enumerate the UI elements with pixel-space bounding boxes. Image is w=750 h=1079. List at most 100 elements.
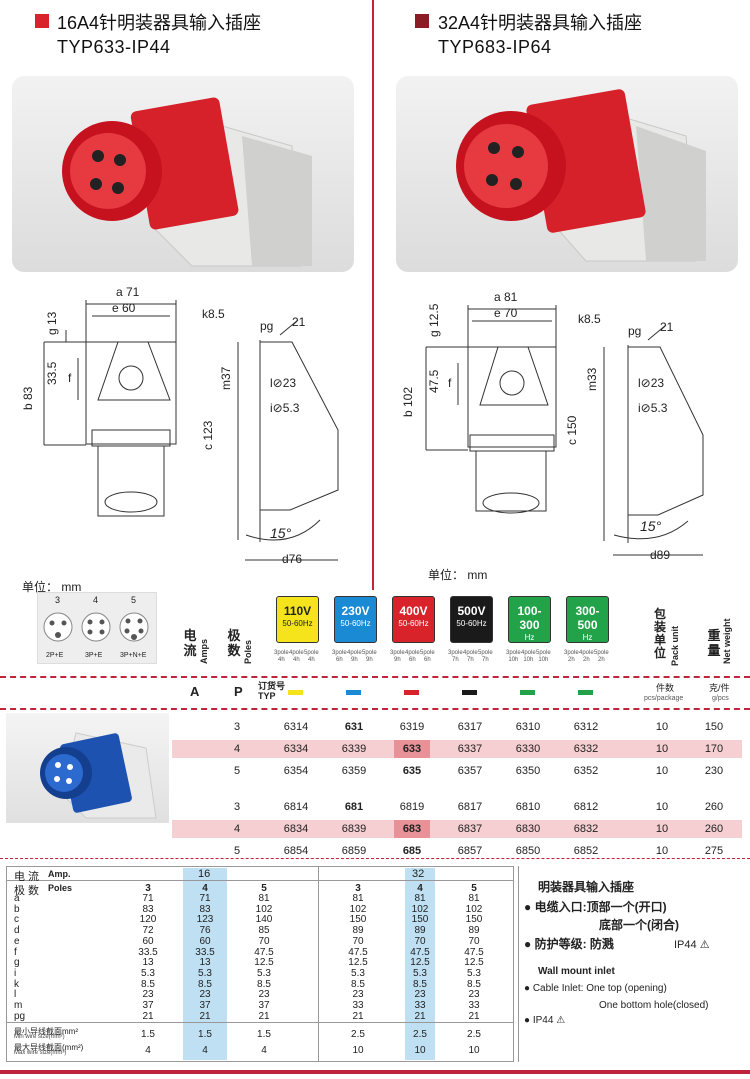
- order-code: 6819: [399, 801, 425, 813]
- spec-value: 89: [352, 925, 364, 937]
- order-code: 6852: [573, 845, 599, 857]
- header-divider: [0, 676, 750, 678]
- order-code: 6817: [457, 801, 483, 813]
- spec-letter: pg: [14, 1010, 26, 1022]
- current-header-en: Amps: [199, 638, 209, 664]
- pack-count: 10: [655, 823, 669, 835]
- unit-label-right: 单位： mm: [428, 568, 488, 582]
- spec-value: 102: [465, 903, 483, 915]
- order-code: 6312: [573, 721, 599, 733]
- order-code: 631: [344, 721, 364, 733]
- spec-value: 33.5: [138, 946, 158, 958]
- spec-value: 83: [142, 903, 154, 915]
- spec-pole: 5: [471, 883, 477, 894]
- order-code: 6814: [283, 801, 309, 813]
- left-product-title: 16A4针明装器具输入插座: [57, 13, 262, 33]
- spec-value: 8.5: [257, 978, 271, 990]
- pin-count-3: 3: [55, 595, 61, 605]
- pole-spec: 4pole 9h: [347, 650, 362, 663]
- dim-k: k8.5: [578, 312, 601, 326]
- spec-value: 21: [199, 1010, 211, 1022]
- poles-header-en: Poles: [243, 639, 253, 664]
- pin-type: 2P+E: [46, 652, 64, 659]
- spec-value: 81: [352, 893, 364, 904]
- table-bottom-divider: [0, 858, 750, 859]
- pin-count-5: 5: [131, 595, 137, 605]
- order-code: 6310: [515, 721, 541, 733]
- pole-spec: 4pole 2h: [579, 650, 594, 663]
- spec-pole: 4: [202, 883, 208, 894]
- dim-b: b 83: [21, 386, 35, 410]
- spec-value: 81: [468, 893, 480, 904]
- color-swatch: [404, 690, 419, 695]
- spec-wire-value: 10: [414, 1045, 426, 1056]
- voltage-value: 100-300: [517, 604, 542, 632]
- spec-value: 5.3: [198, 967, 212, 979]
- pole-spec: 5pole 10h: [536, 650, 551, 663]
- spec-value: 83: [199, 903, 211, 915]
- order-code: 6337: [457, 743, 483, 755]
- spec-pole: 4: [417, 883, 423, 894]
- spec-value: 8.5: [351, 978, 365, 990]
- voltage-value: 400V: [399, 604, 428, 618]
- row-pole: 5: [233, 765, 241, 777]
- spec-mid-line: [318, 866, 319, 1062]
- desc-en-inlet: ● Cable Inlet: One top (opening): [524, 981, 667, 996]
- spec-value: 150: [411, 914, 429, 926]
- spec-wire-label-en: Min wire size(mm²): [14, 1034, 65, 1040]
- spec-value: 47.5: [410, 946, 430, 958]
- spec-pole: 3: [145, 883, 151, 894]
- spec-value: 33: [468, 1000, 480, 1011]
- unit-label-left: 单位： mm: [22, 580, 82, 594]
- pole-spec: 5pole 2h: [594, 650, 609, 663]
- dim-d: d76: [282, 552, 302, 566]
- spec-value: 47.5: [348, 946, 368, 958]
- dim-f-val: 33.5: [45, 361, 59, 385]
- dim-e: e 60: [112, 301, 136, 315]
- order-code: 6812: [573, 801, 599, 813]
- pack-count: 10: [655, 845, 669, 857]
- product-photo-right: [396, 76, 738, 272]
- dim-m: m33: [585, 367, 599, 391]
- pack-count: 10: [655, 721, 669, 733]
- spec-wire-value: 10: [468, 1045, 480, 1056]
- spec-value: 102: [349, 903, 367, 915]
- spec-value: 5.3: [141, 967, 155, 979]
- bullet: ●: [524, 983, 533, 994]
- pin-type: 3P+N+E: [120, 652, 147, 659]
- spec-value: 5.3: [467, 967, 481, 979]
- desc-protect-text: 防护等级: 防溅: [534, 937, 614, 951]
- pin-type: 3P+E: [85, 652, 103, 659]
- spec-value: 12.5: [254, 957, 274, 969]
- spec-wire-value: 2.5: [467, 1029, 481, 1040]
- pole-spec: 5pole 4h: [304, 650, 319, 663]
- spec-value: 23: [352, 989, 364, 1001]
- spec-value: 70: [468, 935, 480, 947]
- dim-a: a 81: [494, 290, 518, 304]
- dim-c: c 150: [565, 415, 579, 445]
- spec-value: 21: [352, 1010, 364, 1022]
- order-code: 6354: [283, 765, 309, 777]
- order-code: 6832: [573, 823, 599, 835]
- order-code: 683: [394, 820, 430, 838]
- spec-value: 72: [142, 925, 154, 937]
- col-pcs-en: pcs/package: [644, 695, 684, 702]
- pole-spec: 3pole 4h: [274, 650, 289, 663]
- pole-spec: 5pole 6h: [420, 650, 435, 663]
- order-code: 6830: [515, 823, 541, 835]
- order-code: 681: [344, 801, 364, 813]
- left-dimension-drawing: a 71 e 60 g 13 f 33.5 b 83 k8.5 pg 21 m3…: [21, 285, 339, 566]
- order-code: 685: [402, 845, 422, 857]
- pole-spec: 4pole 10h: [521, 650, 536, 663]
- dim-m: m37: [219, 366, 233, 390]
- spec-value: 8.5: [413, 978, 427, 990]
- desc-protect-ip: IP44 ⚠: [674, 938, 710, 953]
- desc-inlet2: 底部一个(闭合): [599, 918, 679, 932]
- spec-wire-value: 1.5: [141, 1029, 155, 1040]
